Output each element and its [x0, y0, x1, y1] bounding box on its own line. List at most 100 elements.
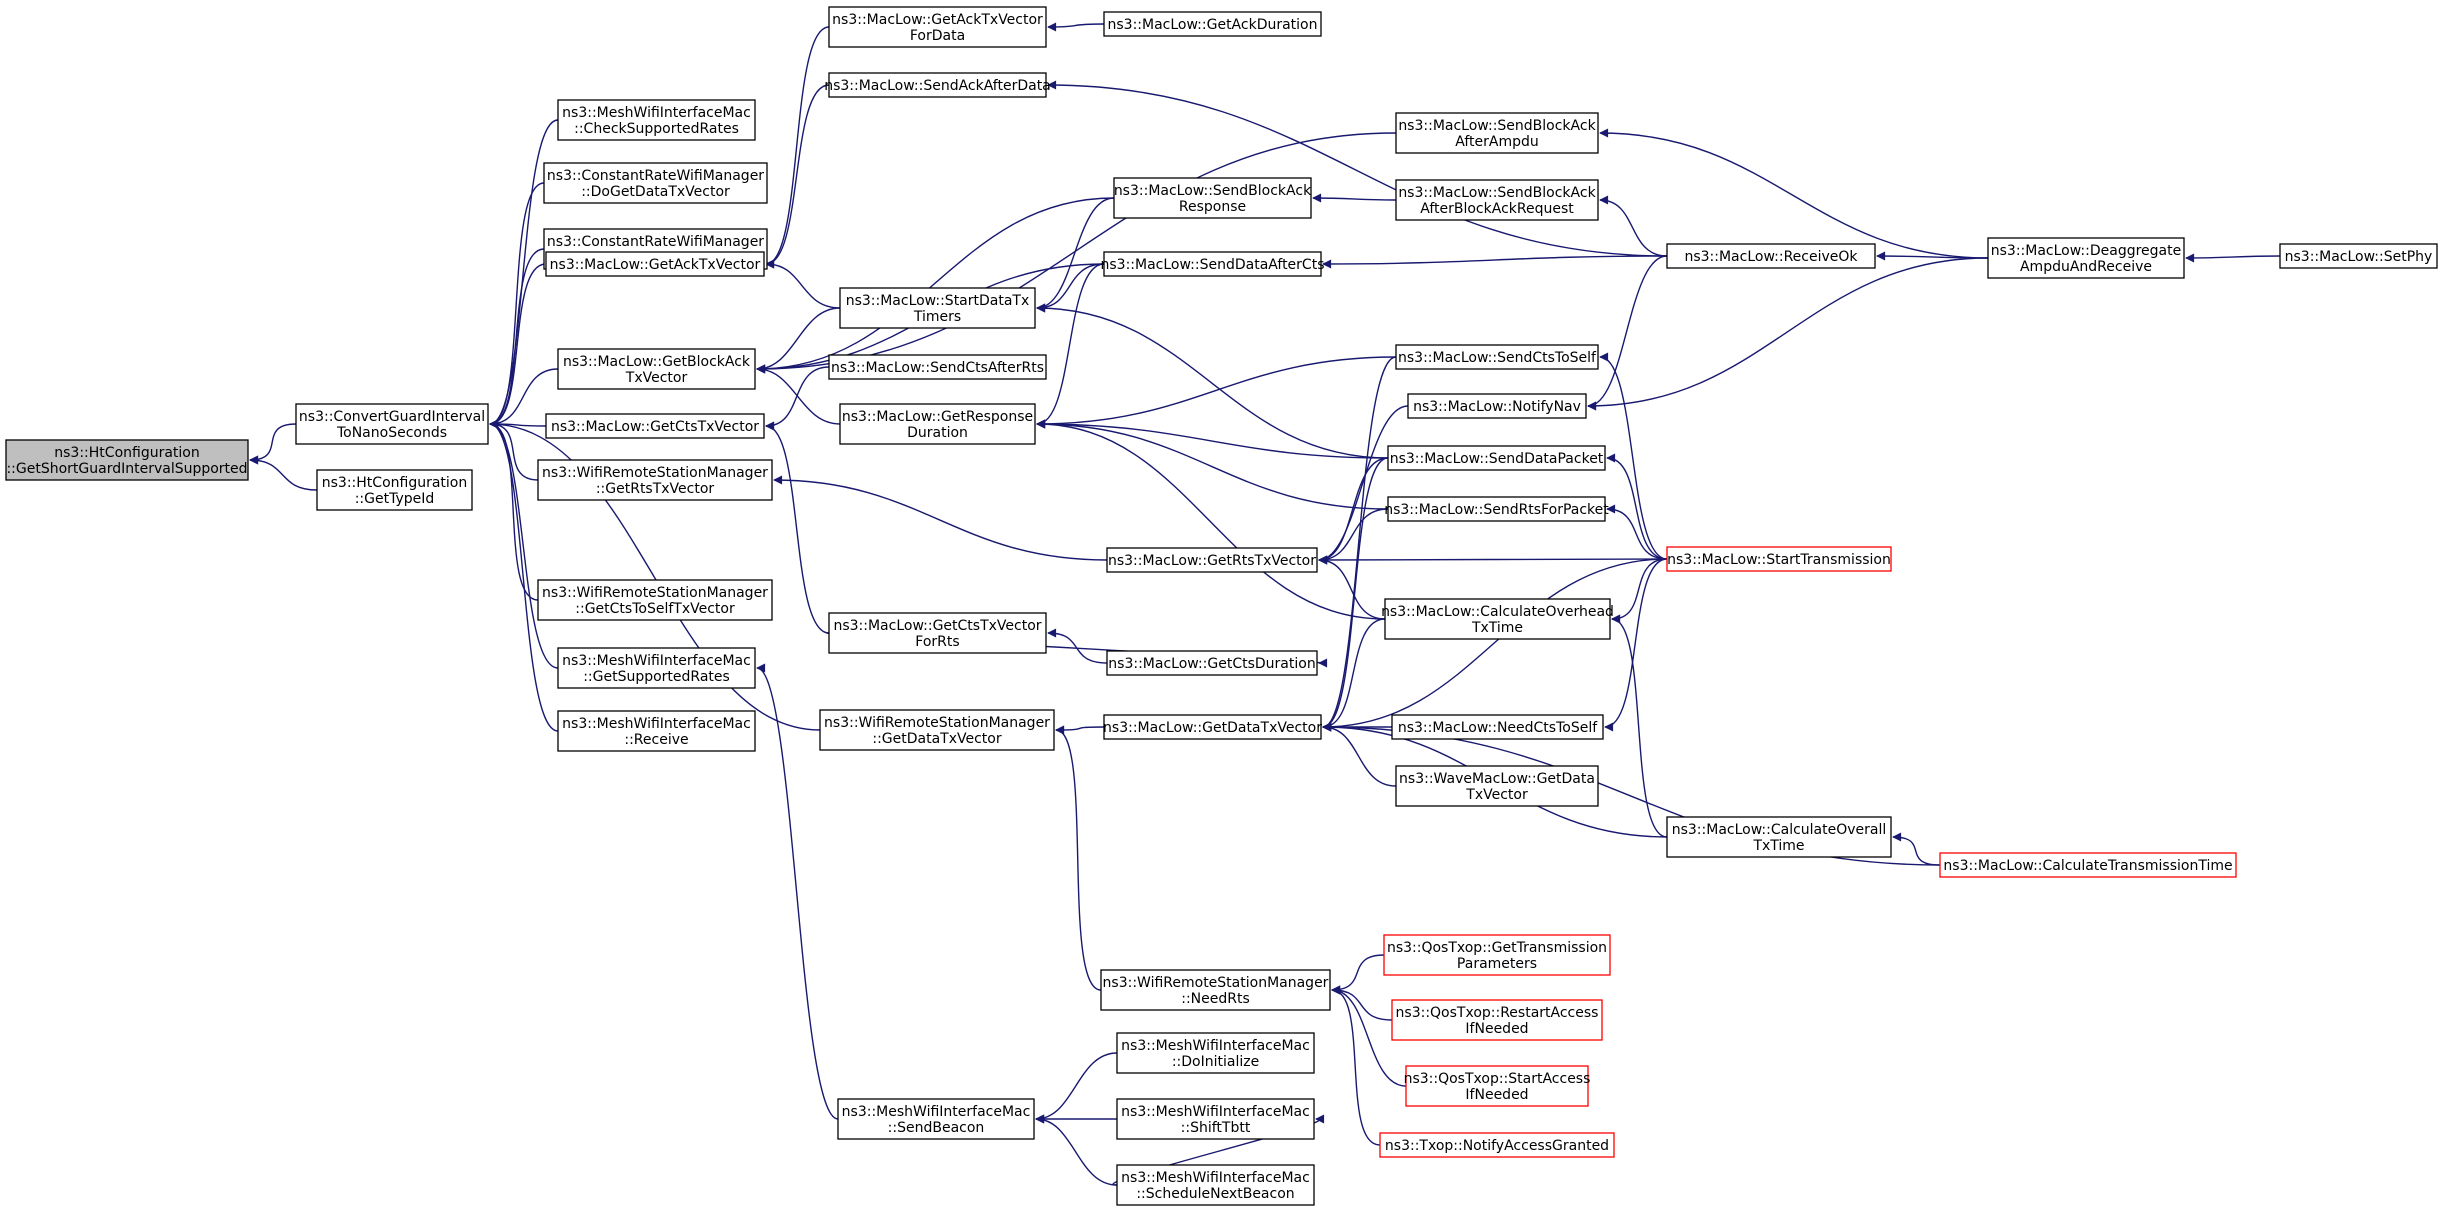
node-wrsm_rts[interactable]: ns3::WifiRemoteStationManager::GetRtsTxV…	[537, 459, 773, 501]
node-senddatapkt[interactable]: ns3::MacLow::SendDataPacket	[1387, 445, 1606, 471]
node-getack[interactable]: ns3::MacLow::GetAckTxVector	[545, 251, 765, 277]
edge-receiveok-to-sendbabar	[1599, 195, 1668, 257]
edge-starttx-to-sendctsself	[1599, 352, 1668, 560]
node-box	[828, 612, 1047, 654]
edge-getblockack-to-cgi	[489, 368, 559, 429]
node-label: ns3::MeshWifiInterfaceMac	[562, 653, 751, 669]
node-box	[557, 348, 756, 390]
node-box	[1387, 496, 1606, 522]
node-mesh_supp[interactable]: ns3::MeshWifiInterfaceMac::GetSupportedR…	[557, 647, 756, 689]
node-txop_notify[interactable]: ns3::Txop::NotifyAccessGranted	[1379, 1132, 1615, 1158]
node-label: ::GetCtsToSelfTxVector	[575, 601, 735, 617]
node-label: ns3::WifiRemoteStationManager	[542, 585, 768, 601]
node-wavemac[interactable]: ns3::WaveMacLow::GetDataTxVector	[1395, 765, 1599, 807]
node-getrtstx[interactable]: ns3::MacLow::GetRtsTxVector	[1106, 547, 1318, 573]
node-label: ns3::MacLow::GetResponse	[842, 409, 1033, 425]
node-sendbabar[interactable]: ns3::MacLow::SendBlockAckAfterBlockAckRe…	[1395, 179, 1599, 221]
node-label: TxTime	[1471, 620, 1523, 636]
node-label: ns3::MacLow::SetPhy	[2285, 249, 2433, 265]
edge-getack-to-cgi	[489, 263, 547, 429]
node-label: ns3::MacLow::SendDataPacket	[1390, 451, 1604, 467]
node-mesh_shift[interactable]: ns3::MeshWifiInterfaceMac::ShiftTbtt	[1116, 1098, 1315, 1140]
node-notifynav[interactable]: ns3::MacLow::NotifyNav	[1407, 393, 1587, 419]
node-label: ::DoGetDataTxVector	[581, 184, 730, 200]
node-sendctsafterrts[interactable]: ns3::MacLow::SendCtsAfterRts	[828, 354, 1047, 380]
node-root[interactable]: ns3::HtConfiguration::GetShortGuardInter…	[5, 439, 249, 481]
edge-sendrtsforpkt-to-getresponse	[1036, 419, 1389, 510]
node-label: ns3::WifiRemoteStationManager	[1103, 975, 1329, 991]
node-label: ::Receive	[624, 732, 688, 748]
edge-ctsforrts-to-getcts	[765, 421, 830, 634]
edge-calcoverhead-to-getrtstx	[1318, 555, 1386, 620]
node-getackdur[interactable]: ns3::MacLow::GetAckDuration	[1103, 11, 1322, 37]
node-getcts[interactable]: ns3::MacLow::GetCtsTxVector	[545, 413, 765, 439]
node-mesh_recv[interactable]: ns3::MeshWifiInterfaceMac::Receive	[557, 710, 756, 752]
edge-qos_restart-to-needrts	[1331, 985, 1393, 1021]
node-checkrates[interactable]: ns3::MeshWifiInterfaceMac::CheckSupporte…	[557, 99, 756, 141]
node-label: ns3::MacLow::SendBlockAck	[1398, 185, 1596, 201]
edge-starttx-to-senddatapkt	[1606, 453, 1668, 560]
node-label: ns3::QosTxop::StartAccess	[1404, 1071, 1591, 1087]
edge-wrsm_rts-to-cgi	[489, 419, 539, 481]
node-box	[1379, 1132, 1615, 1158]
node-box	[545, 413, 765, 439]
node-sendackafter[interactable]: ns3::MacLow::SendAckAfterData	[824, 72, 1051, 98]
node-crw_data[interactable]: ns3::ConstantRateWifiManager::DoGetDataT…	[543, 162, 768, 204]
node-wrsm_ctsself[interactable]: ns3::WifiRemoteStationManager::GetCtsToS…	[537, 579, 773, 621]
node-mesh_beacon[interactable]: ns3::MeshWifiInterfaceMac::SendBeacon	[837, 1098, 1035, 1140]
node-getctsdur[interactable]: ns3::MacLow::GetCtsDuration	[1106, 650, 1318, 676]
node-label: ::SendBeacon	[888, 1120, 985, 1136]
node-wrsm_data[interactable]: ns3::WifiRemoteStationManager::GetDataTx…	[819, 709, 1055, 751]
node-label: ns3::HtConfiguration	[322, 475, 467, 491]
node-label: Parameters	[1457, 956, 1537, 972]
node-needctsself[interactable]: ns3::MacLow::NeedCtsToSelf	[1391, 714, 1604, 740]
edge-sendbabar-to-sendbaresp	[1312, 193, 1397, 203]
node-setphy[interactable]: ns3::MacLow::SetPhy	[2279, 243, 2438, 269]
node-starttx[interactable]: ns3::MacLow::StartTransmission	[1666, 546, 1892, 572]
node-box	[1103, 251, 1322, 277]
node-box	[295, 403, 489, 445]
node-label: ns3::MacLow::GetRtsTxVector	[1108, 553, 1316, 569]
node-getdatatx[interactable]: ns3::MacLow::GetDataTxVector	[1103, 714, 1322, 740]
node-mesh_init[interactable]: ns3::MeshWifiInterfaceMac::DoInitialize	[1116, 1032, 1315, 1074]
node-box	[1103, 714, 1322, 740]
node-label: ns3::MacLow::StartTransmission	[1667, 552, 1891, 568]
node-senddataaftercts[interactable]: ns3::MacLow::SendDataAfterCts	[1101, 251, 1325, 277]
node-label: ns3::HtConfiguration	[54, 445, 199, 461]
edge-deagg-to-notifynav	[1587, 257, 1989, 411]
node-label: ns3::MacLow::NotifyNav	[1413, 399, 1581, 415]
node-label: AmpduAndReceive	[2020, 259, 2152, 275]
edge-mesh_sched-to-mesh_beacon	[1035, 1114, 1118, 1186]
node-box	[557, 99, 756, 141]
node-mesh_sched[interactable]: ns3::MeshWifiInterfaceMac::ScheduleNextB…	[1116, 1164, 1315, 1206]
node-box	[1100, 969, 1331, 1011]
node-gettype[interactable]: ns3::HtConfiguration::GetTypeId	[316, 469, 473, 511]
node-box	[1395, 112, 1599, 154]
nodes-layer: ns3::HtConfiguration::GetShortGuardInter…	[5, 6, 2438, 1206]
node-calctxtime[interactable]: ns3::MacLow::CalculateTransmissionTime	[1939, 852, 2237, 878]
node-sendctsself[interactable]: ns3::MacLow::SendCtsToSelf	[1395, 344, 1599, 370]
node-sendrtsforpkt[interactable]: ns3::MacLow::SendRtsForPacket	[1384, 496, 1609, 522]
node-label: ns3::ConvertGuardInterval	[299, 409, 485, 425]
edge-sendctsafterrts-to-getcts	[765, 366, 830, 431]
node-receiveok[interactable]: ns3::MacLow::ReceiveOk	[1666, 243, 1876, 269]
edge-deagg-to-receiveok	[1876, 251, 1989, 261]
node-label: ns3::MacLow::StartDataTx	[846, 293, 1030, 309]
node-box	[839, 287, 1036, 329]
node-needrts[interactable]: ns3::WifiRemoteStationManager::NeedRts	[1100, 969, 1331, 1011]
edge-starttx-to-getrtstx	[1318, 555, 1668, 565]
